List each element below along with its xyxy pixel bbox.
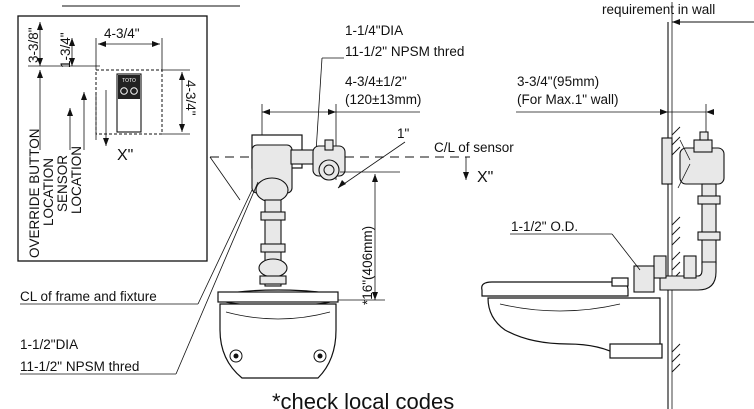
inlet-thread-label: 11-1/2" NPSM thred [345,44,464,59]
dim-4-3-4-side: 4-3/4" [183,80,198,116]
front-valve-cap [255,177,289,203]
inset-detail: 3-3/8" 1-3/4" 4-3/4" TOTO 4-3/4" X" [17,15,208,262]
cl-frame-label: CL of frame and fixture [20,289,157,304]
front-x-label: X" [477,169,493,186]
outlet-dia-label: 1-1/2"DIA [20,337,78,352]
inset-frame [17,15,208,262]
height-dim-label: *16"(406mm) [360,226,375,305]
dim-4-3-4-top: 4-3/4" [104,26,140,41]
side-cover-plate [661,137,673,185]
offset-dim-mm-label: (120±13mm) [345,92,421,107]
inset-x-label: X" [117,147,133,164]
override-button-label: OVERRIDE BUTTON [27,128,42,258]
sensor-eye-right [130,87,138,95]
side-foot [609,343,663,359]
toto-logo: TOTO [122,78,136,84]
od-label: 1-1/2" O.D. [511,219,578,234]
side-view: 3-3/4"(95mm) (For Max.1" wall) [481,22,725,409]
wall-requirement-text: requirement in wall [602,2,715,17]
dim-1-3-4: 1-3/4" [58,32,73,68]
dim-3-3-8: 3-3/8" [26,27,41,63]
wall-dim-label: 3-3/4"(95mm) [517,74,599,89]
wall-dim-arrow [672,19,680,25]
sensor-label: SENSOR [55,155,70,212]
sensor-window [118,75,140,99]
wall-note-label: (For Max.1" wall) [517,92,619,107]
cl-sensor-label: C/L of sensor [434,140,514,155]
inlet-dia-label: 1-1/4"DIA [345,23,403,38]
front-view: C/L of sensor X" 1-1/4"DIA 11-1/2" NPSM … [20,23,514,379]
side-spud [633,265,655,293]
sensor-eye-left [120,87,128,95]
outlet-thread-label: 11-1/2" NPSM thred [20,359,139,374]
side-seat [481,281,629,297]
location-label-2: LOCATION [69,146,84,214]
front-bowl [219,303,337,379]
location-label-1: LOCATION [41,158,56,226]
bottom-note: *check local codes [272,389,454,409]
offset-dim-label: 4-3/4±1/2" [345,74,407,89]
wall-hatching [671,126,681,373]
one-inch-label: 1" [397,126,410,141]
